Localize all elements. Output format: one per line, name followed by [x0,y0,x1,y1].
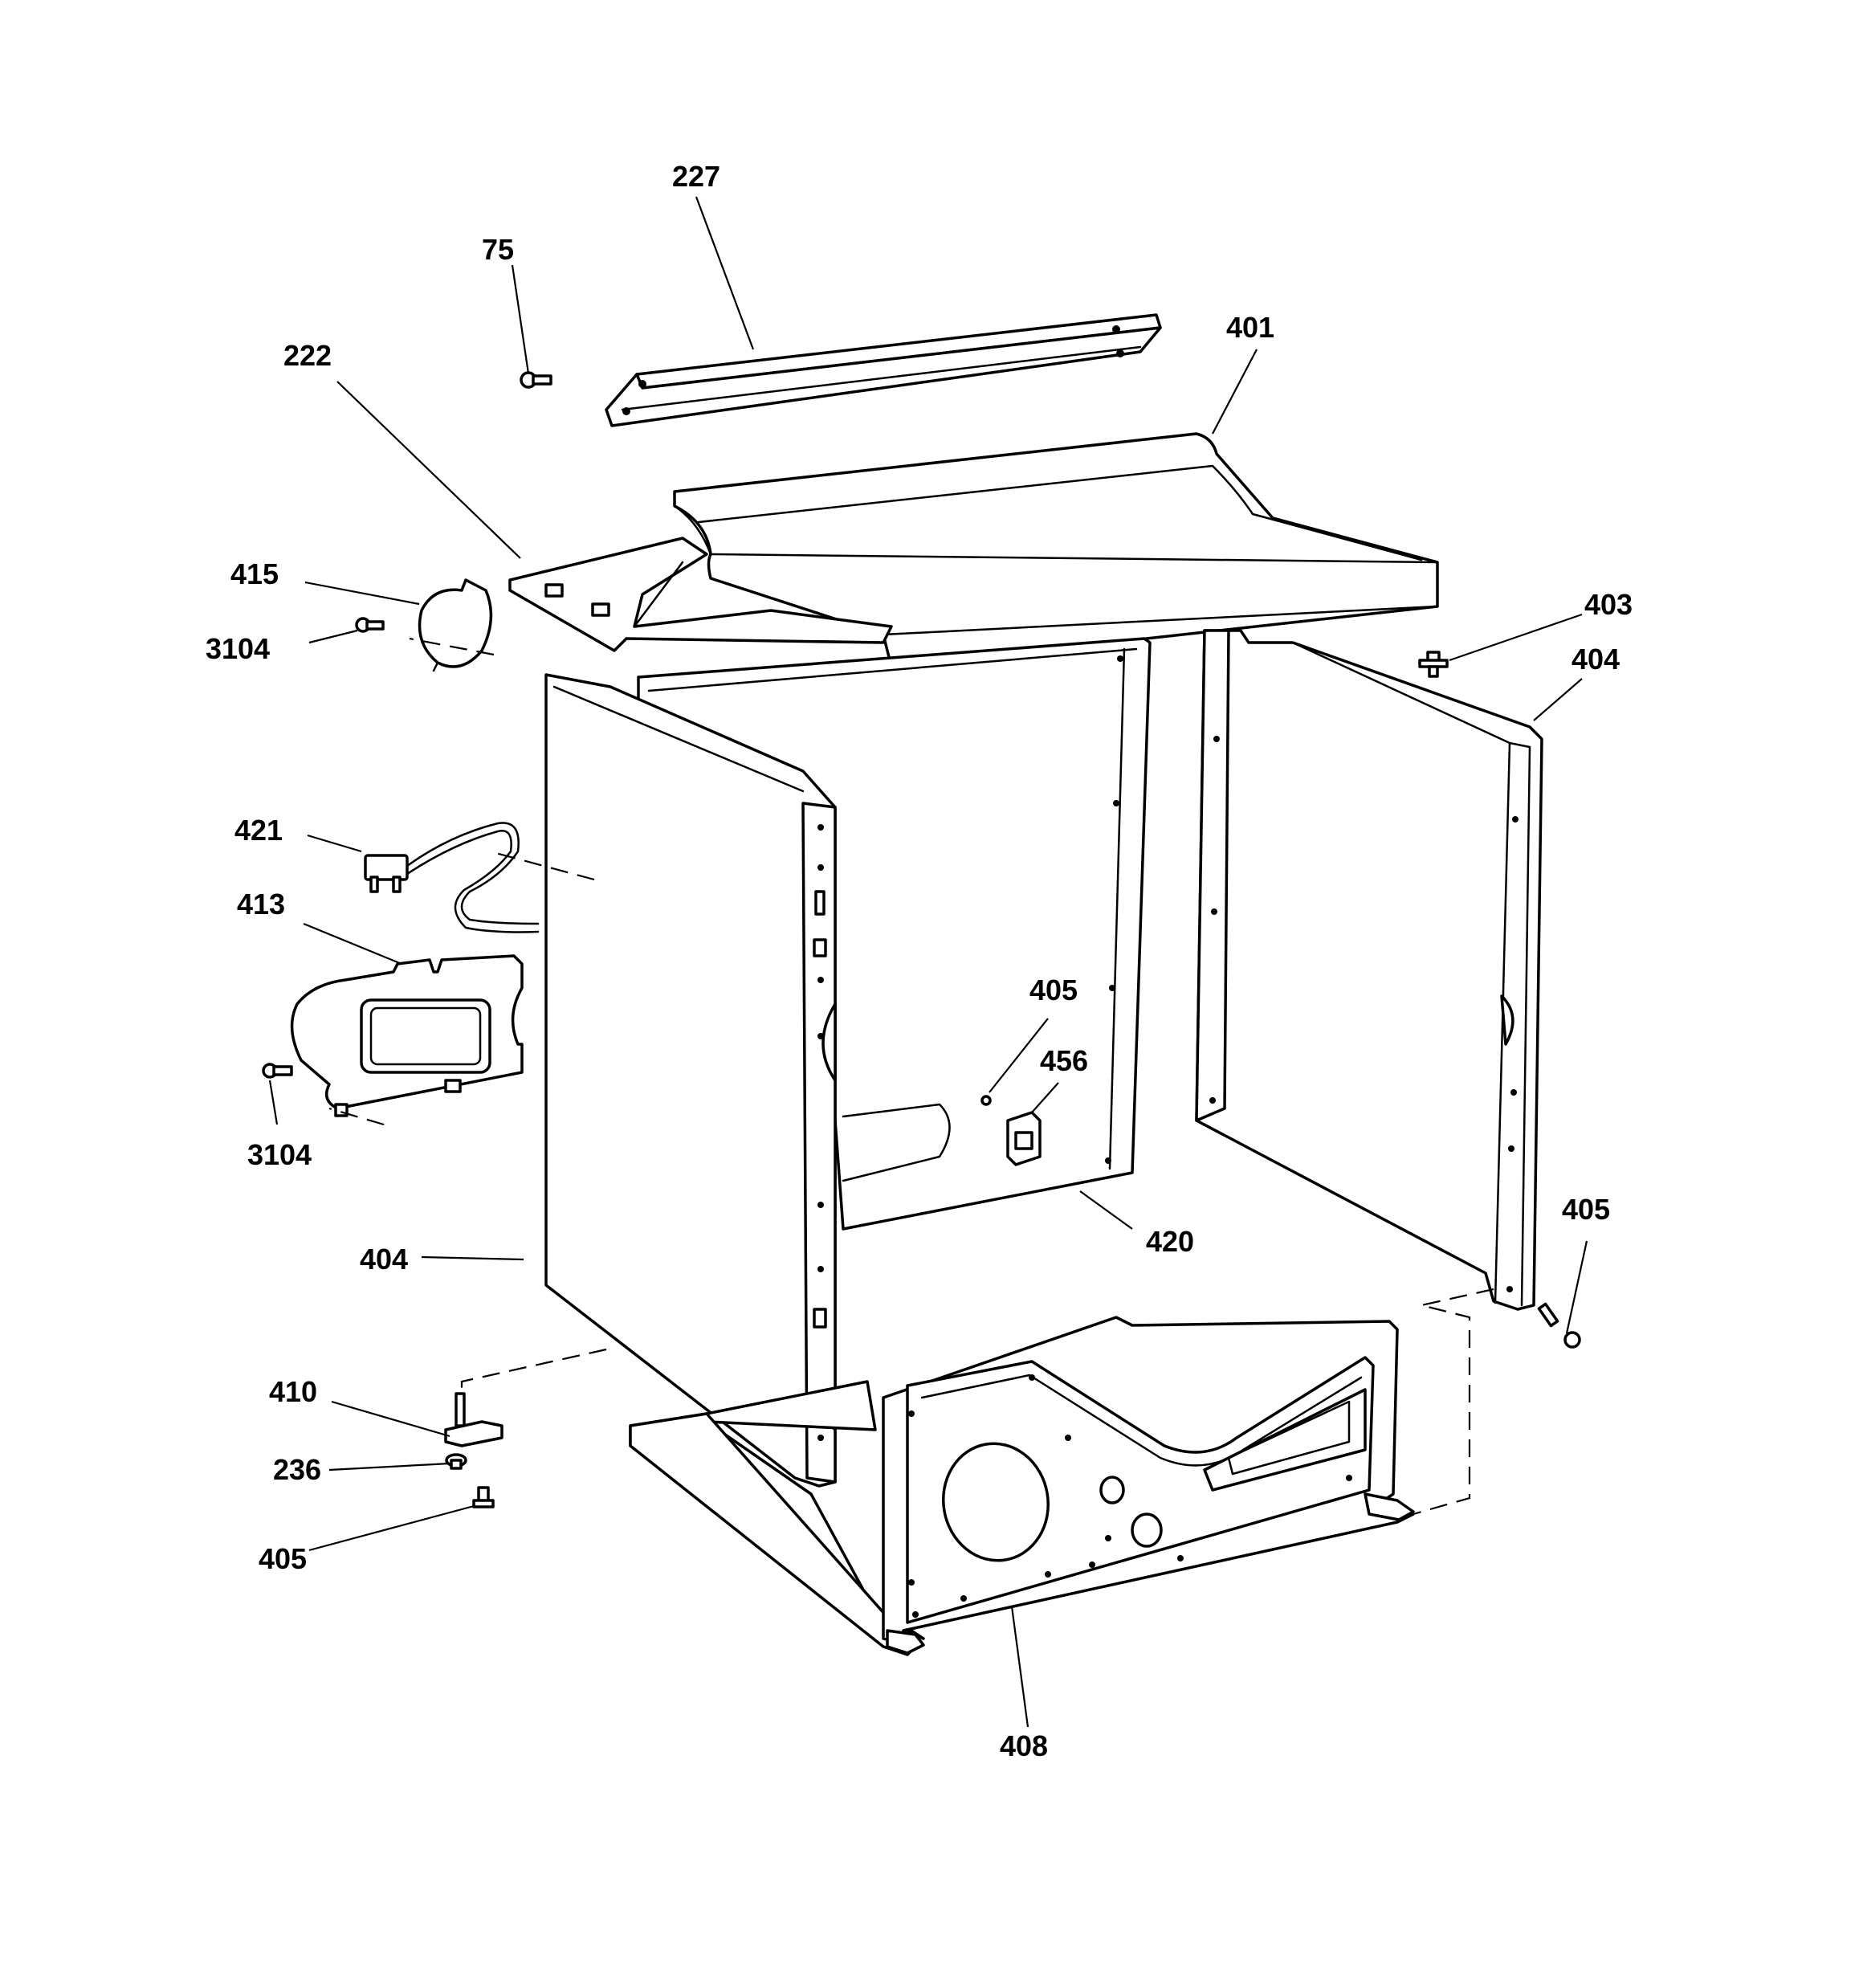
part-3104-screw-upper [355,617,385,633]
callout-403: 403 [1584,588,1633,621]
part-222-bracket [508,537,893,652]
part-456-terminal-block [1006,1111,1042,1166]
part-227-bracket [605,313,1162,427]
callout-456: 456 [1040,1044,1088,1077]
leader-lines [268,196,1588,1728]
callout-222: 222 [283,339,332,372]
callout-421: 421 [234,814,283,847]
callout-404-right: 404 [1572,643,1620,676]
callout-413: 413 [237,888,285,921]
callout-labels: 227 75 401 222 415 3104 403 404 421 413 … [206,160,1633,1762]
part-404-right-side-panel [1195,629,1543,1311]
part-236-foot-pad [445,1453,467,1470]
part-408-base [629,1316,1415,1656]
callout-405-right: 405 [1562,1193,1610,1226]
part-401-top-panel [673,432,1439,668]
callout-401: 401 [1226,311,1274,344]
callout-227: 227 [672,160,720,193]
callout-404-left: 404 [360,1243,408,1276]
callout-415: 415 [230,557,279,590]
part-405-screw-center [980,1095,992,1106]
part-415-round-cover [418,578,493,672]
callout-3104-lower: 3104 [247,1138,312,1171]
part-405-screw-right [1537,1302,1581,1349]
alignment-lines [328,637,1494,1516]
part-404-left-side-panel [544,673,837,1488]
callout-3104-upper: 3104 [206,632,270,665]
part-403-screw [1418,651,1449,678]
callout-410: 410 [269,1375,317,1408]
part-3104-screw-lower [262,1063,293,1079]
callout-236: 236 [273,1453,321,1486]
callout-405-lower-left: 405 [259,1542,307,1575]
callout-405-center: 405 [1029,974,1078,1006]
part-413-access-panel [290,954,524,1117]
part-421-power-cord [364,822,540,933]
callout-420: 420 [1146,1225,1194,1258]
part-405-screw-lower-left [472,1486,495,1508]
part-75-screw [520,371,552,389]
callout-75: 75 [482,233,514,266]
part-410-leveling-bracket [444,1392,503,1447]
callout-408: 408 [1000,1729,1048,1762]
